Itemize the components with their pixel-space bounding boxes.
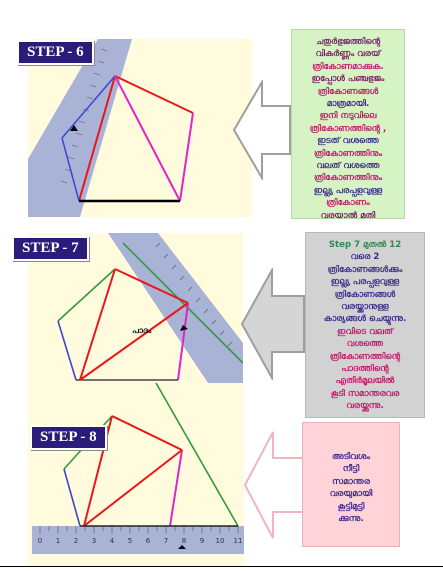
step8-note: അടിവശം നീട്ടി സമാന്തര വരയുമായി കൂട്ടിമുട… bbox=[302, 422, 400, 547]
note-line: സമാന്തര bbox=[332, 476, 370, 487]
step6-drawing bbox=[28, 39, 194, 217]
step8-blue-left bbox=[63, 468, 81, 527]
note-line: ത്രികോണങ്ങൾ bbox=[317, 86, 379, 97]
ruler-number: 2 bbox=[74, 537, 78, 545]
note-line: വികർണ്ണം വരയ് bbox=[315, 49, 381, 60]
ruler-number: 6 bbox=[146, 537, 151, 545]
step7-red-top bbox=[114, 268, 189, 304]
step6-arrow-marker bbox=[70, 125, 78, 131]
step7-magenta-right bbox=[177, 302, 189, 381]
step8-red-diagonal bbox=[83, 449, 183, 527]
step6-top-red-edge bbox=[114, 75, 194, 114]
note-line: ത്രികോണം bbox=[326, 198, 370, 209]
note-line: വരയുമായി bbox=[329, 489, 373, 500]
step8-label: STEP - 8 bbox=[30, 425, 107, 450]
step7-center-label: പാദം bbox=[132, 326, 152, 335]
note-line: വലത് വശത്തെ bbox=[316, 161, 380, 172]
note-line: വരയ്ക്കാനുള്ള bbox=[341, 302, 389, 313]
note-line: ഇടത് വശത്തെ bbox=[317, 136, 379, 147]
note-line: Step 7 മുതൽ 12 bbox=[328, 240, 402, 250]
ruler-number: 5 bbox=[128, 537, 132, 545]
ruler-number: 7 bbox=[164, 537, 168, 545]
ruler-number: 4 bbox=[110, 537, 115, 545]
note-line: ത്രികോണത്തിന്റെ bbox=[329, 351, 401, 362]
ruler-number: 10 bbox=[216, 537, 225, 545]
step6-note: ചതുർഭുജത്തിന്റെ വികർണ്ണം വരയ് ത്രികോണമാക… bbox=[291, 29, 405, 221]
note-line: കാര്യങ്ങൾ ചെയ്യുന്നു. bbox=[323, 314, 407, 325]
note-line: ത്രികോണത്തിനും bbox=[313, 148, 383, 159]
step8-parallel-green bbox=[155, 383, 239, 527]
ruler-number: 9 bbox=[200, 537, 204, 545]
note-line: ഇപ്പോൾ പഞ്ചഭുജം bbox=[311, 74, 385, 85]
note-line: കൂട്ടിമുട്ടി bbox=[337, 501, 365, 512]
note-line: ത്രികോണത്തിനും bbox=[313, 173, 383, 184]
step7-drawing bbox=[57, 233, 243, 383]
step6-ruler bbox=[28, 39, 132, 217]
note-line: ഇവിടെ വലത് bbox=[337, 326, 393, 337]
note-line: വരയാൽ മതി bbox=[320, 210, 376, 221]
step7-label: STEP - 7 bbox=[12, 236, 89, 261]
note-line: കൂടി സമാന്തരവര bbox=[330, 388, 400, 399]
ruler-number: 0 bbox=[38, 537, 42, 545]
note-line: വശത്തെ bbox=[346, 339, 384, 350]
note-line: എതിർമൂലയിൽ bbox=[335, 376, 395, 387]
step7-green-left bbox=[57, 268, 116, 322]
step6-right-edge bbox=[179, 112, 194, 202]
note-line: നീട്ടി bbox=[342, 464, 360, 475]
step8-magenta-right bbox=[169, 449, 183, 527]
note-line: വരെ 2 bbox=[350, 252, 380, 263]
step8-drawing: 0 1 2 3 4 5 6 7 8 9 10 11 bbox=[32, 383, 244, 554]
step6-label: STEP - 6 bbox=[17, 40, 94, 65]
note-line: ഇല്ല്യ പരപ്പളവുള്ള bbox=[330, 277, 400, 288]
step6-blue-edge-2 bbox=[61, 137, 80, 202]
note-line: ഇല്ല്യ പരപ്പളവുള്ള bbox=[313, 185, 383, 196]
step7-note: Step 7 മുതൽ 12 വരെ 2 ത്രികോണങ്ങൾക്കും ഇല… bbox=[305, 232, 425, 418]
step8-red-top bbox=[111, 415, 183, 451]
step8-red-left bbox=[83, 415, 113, 527]
note-line: അടിവശം bbox=[331, 452, 371, 462]
step7-red-diagonal bbox=[79, 302, 189, 381]
note-line: ത്രികോണത്തിന്റെ , bbox=[309, 123, 387, 134]
step8-ruler-ticks bbox=[39, 526, 239, 534]
ruler-number: 3 bbox=[92, 537, 96, 545]
step6-panel bbox=[28, 39, 252, 217]
step7-ruler-ticks bbox=[155, 242, 233, 347]
note-line: ത്രികോണങ്ങൾക്കും bbox=[327, 264, 403, 275]
step8-arrow bbox=[243, 430, 305, 540]
note-line: ഇനി നടുവിലെ bbox=[319, 111, 377, 122]
ruler-number: 1 bbox=[56, 537, 60, 545]
step8-arrow-marker bbox=[178, 545, 186, 549]
note-line: ത്രികോണമാക്കുക. bbox=[312, 61, 384, 72]
step6-blue-edge bbox=[61, 75, 116, 139]
step7-arrow bbox=[240, 266, 306, 382]
step8-ruler bbox=[32, 526, 244, 554]
note-line: പാദത്തിന്റെ bbox=[341, 364, 389, 375]
ruler-number: 11 bbox=[234, 537, 243, 545]
step7-parallel-green bbox=[122, 242, 243, 364]
step7-red-left bbox=[79, 268, 116, 381]
page-bottom-rule bbox=[0, 566, 443, 567]
note-line: മാത്രമായി. bbox=[326, 99, 370, 110]
note-line: ക്കുന്നു. bbox=[338, 514, 364, 525]
step6-diagonal bbox=[114, 75, 181, 202]
step6-arrow bbox=[232, 78, 292, 182]
step8-panel: 0 1 2 3 4 5 6 7 8 9 10 11 bbox=[28, 383, 244, 566]
step7-panel: പാദം bbox=[28, 233, 243, 383]
step7-ruler bbox=[108, 233, 243, 383]
note-line: വരയ്ക്കുന്നു. bbox=[346, 401, 384, 412]
step7-blue-left bbox=[57, 320, 77, 381]
ruler-number: 8 bbox=[182, 537, 186, 545]
step6-left-red-line bbox=[78, 75, 116, 202]
note-line: ചതുർഭുജത്തിന്റെ bbox=[315, 37, 381, 47]
step7-arrow-marker bbox=[180, 325, 188, 331]
note-line: ത്രികോണങ്ങൾ bbox=[334, 289, 396, 300]
